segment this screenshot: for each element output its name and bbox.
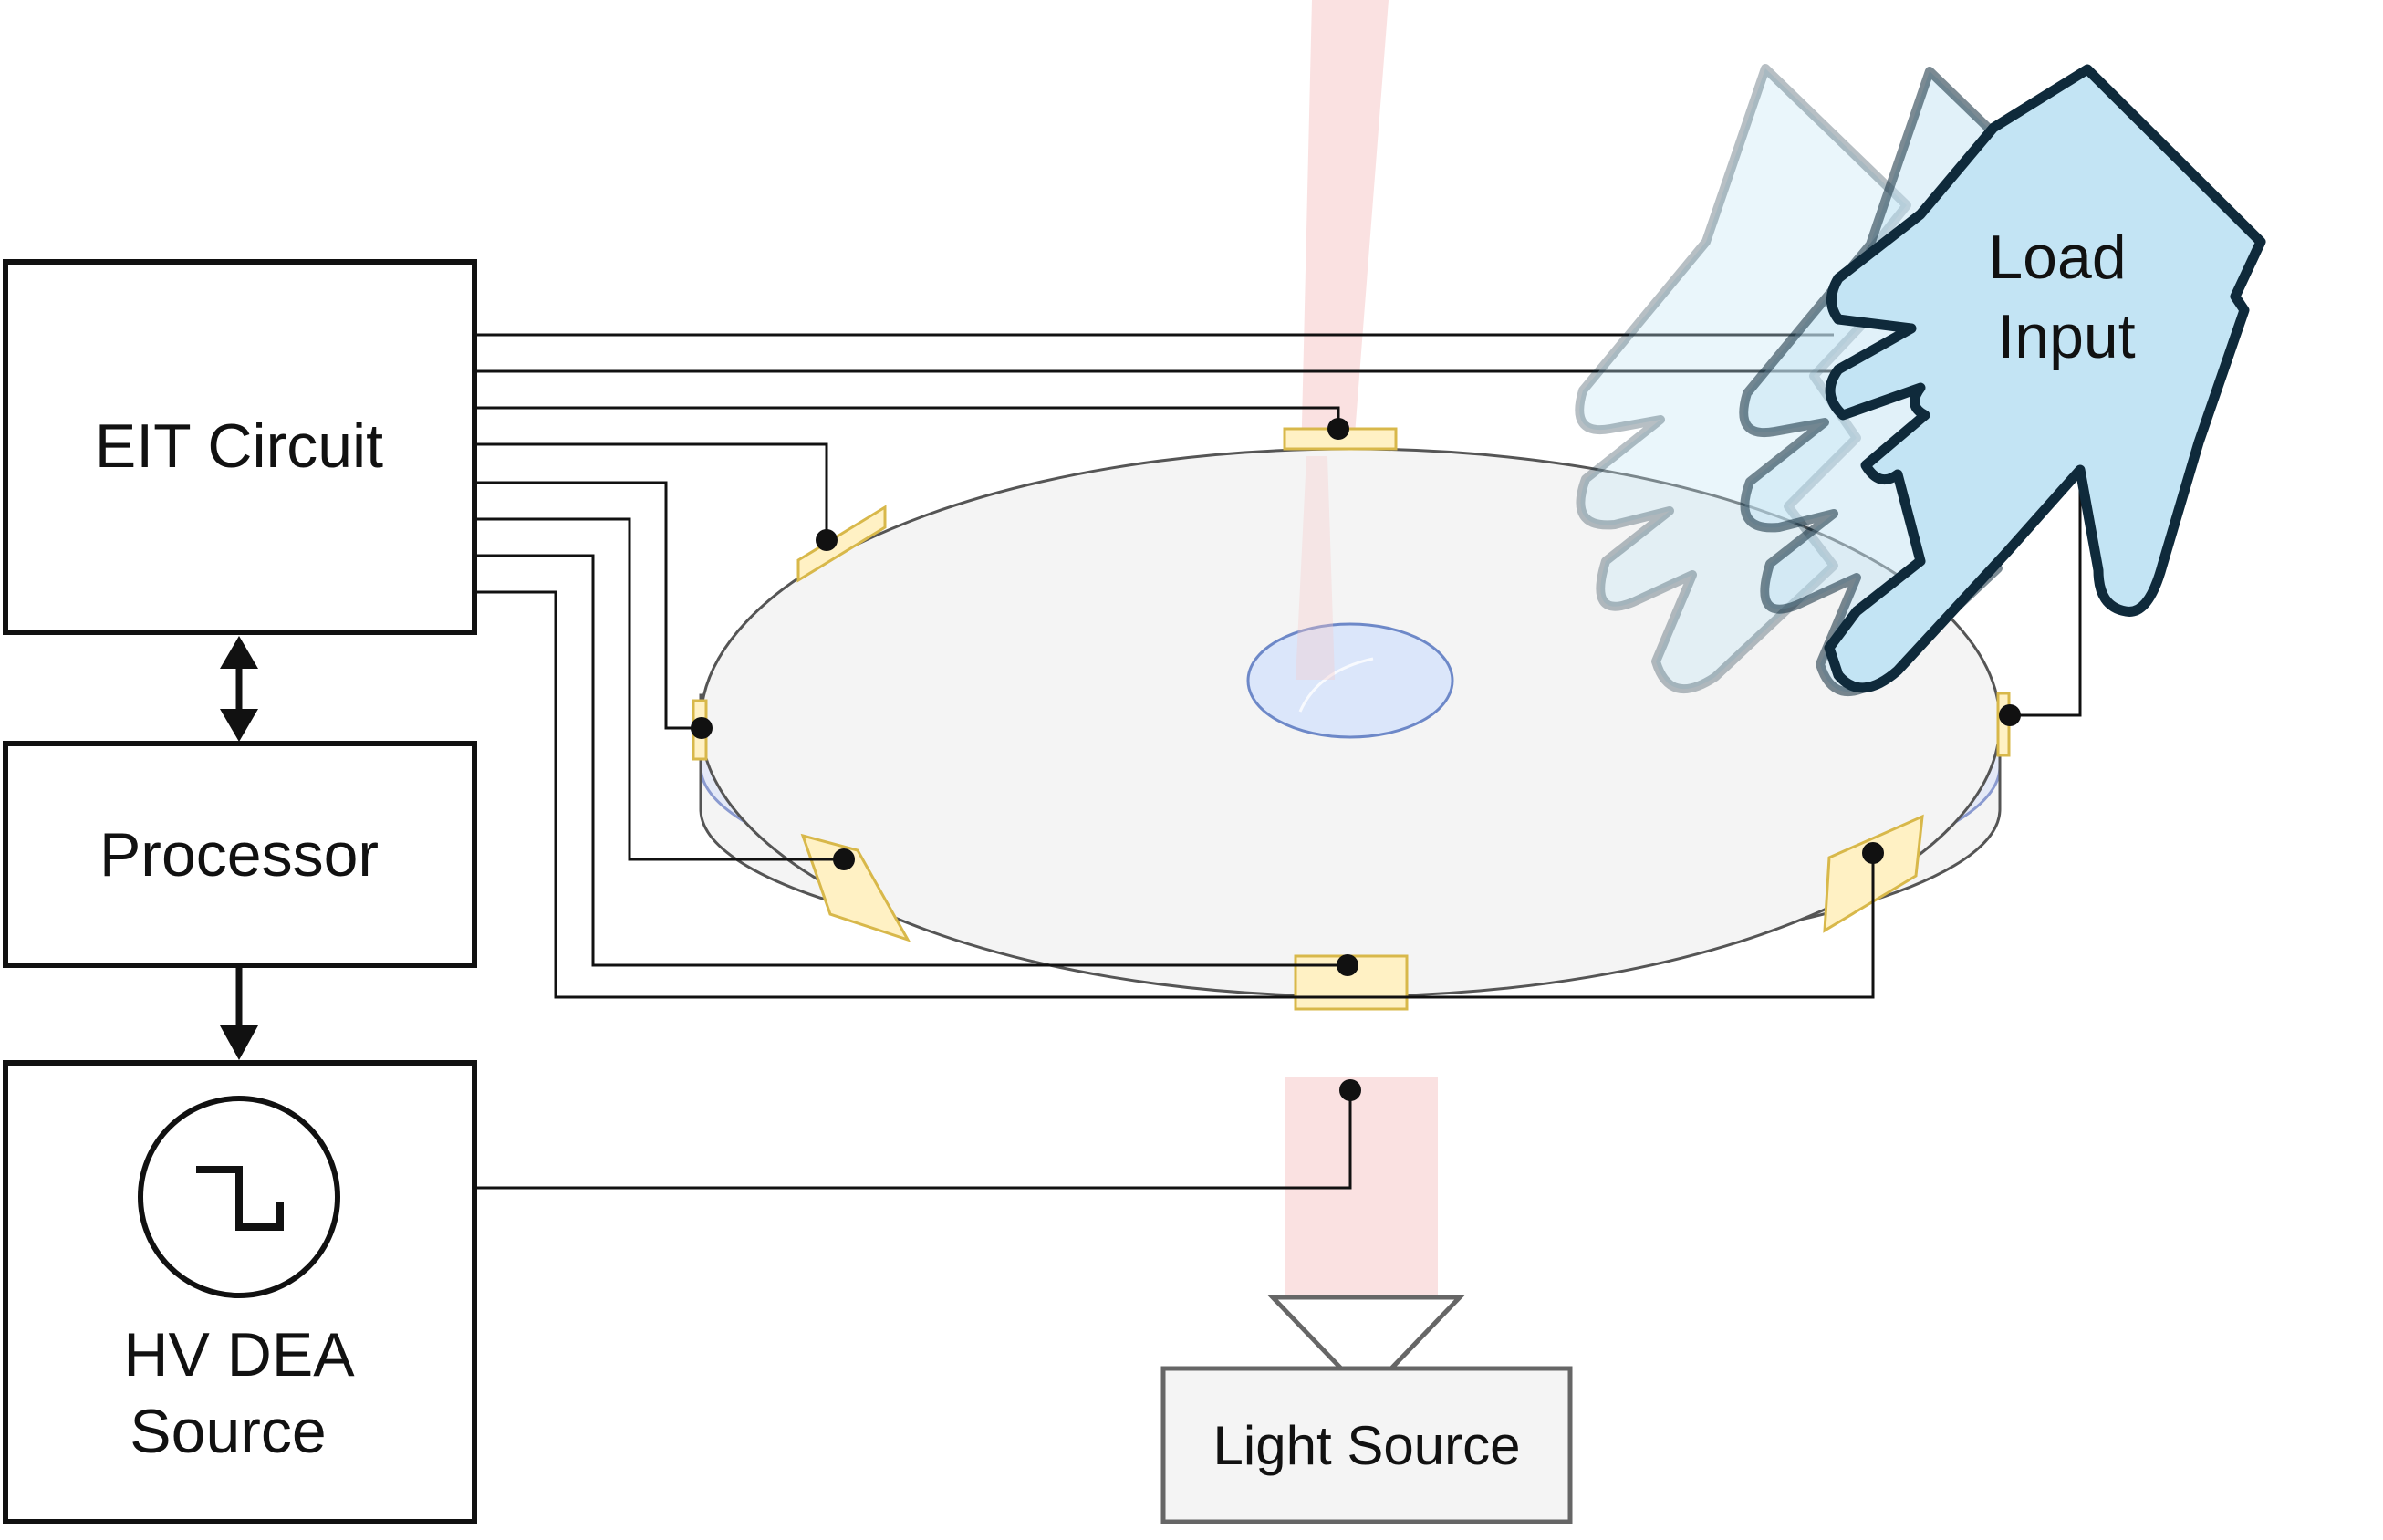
load-input-label-line1: Load [1988,223,2126,292]
load-input-label-line2: Input [1997,302,2135,371]
connection-dot [1327,418,1349,440]
hand-main [1824,64,2266,693]
connection-dot [1339,1079,1361,1101]
dea-disk-stack [699,447,2002,998]
tunable-lens [1246,622,1454,739]
connection-dot [691,717,713,739]
eit-circuit-block [3,259,477,635]
light-source-emitter [1267,1295,1465,1371]
light-source-block [1160,1366,1573,1524]
eit-circuit-label: EIT Circuit [95,411,383,481]
bidirectional-arrow [220,636,258,742]
connection-dot [1862,842,1884,864]
processor-block [3,741,477,968]
electrode-upper-left [796,505,887,583]
connection-dot [1337,954,1358,976]
connection-dot [816,529,838,551]
connection-dot [833,848,855,870]
electrode-lower-left [800,833,911,942]
light-beam-through-lens [1296,456,1335,680]
hand-ghost-far [1575,64,1911,694]
square-wave-glyph [196,1166,284,1231]
hv-dea-label-line1: HV DEA [123,1320,355,1389]
load-input-hands: Load Input [1575,64,2266,697]
light-source-label: Light Source [1213,1415,1521,1476]
hv-dea-label-line2: Source [130,1397,326,1466]
light-beam-bottom [1285,1077,1438,1295]
connection-points [691,418,2021,1101]
processor-label: Processor [99,820,379,890]
eit-wiring [338,333,2082,1190]
connection-dot [1999,704,2021,726]
down-arrow [220,967,258,1060]
